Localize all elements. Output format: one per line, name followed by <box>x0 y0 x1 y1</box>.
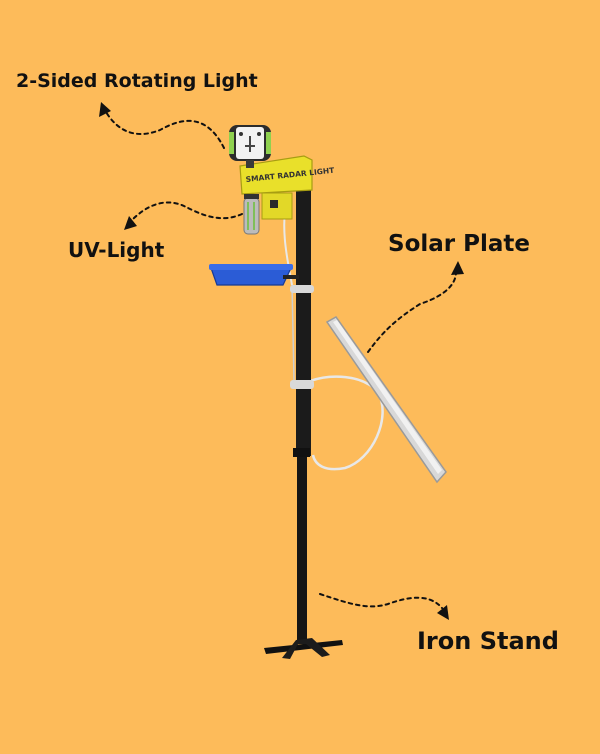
housing-top <box>239 155 313 195</box>
arrowhead-rotating-light <box>99 102 111 117</box>
light-housing: SMART RADAR LIGHT <box>239 155 336 220</box>
tray-body <box>210 267 292 286</box>
arrow-uv-light <box>131 201 243 221</box>
pole-side-wire <box>291 284 295 381</box>
arrow-iron-stand <box>319 593 443 609</box>
arrowhead-iron-stand <box>437 605 449 620</box>
solar-wire <box>309 375 384 471</box>
arrowhead-uv-light <box>124 216 137 230</box>
stand-base <box>264 640 343 654</box>
iron-stand <box>264 186 343 659</box>
label-rotating-light: 2-Sided Rotating Light <box>16 70 258 92</box>
solar-plate-face <box>333 320 442 474</box>
arrow-solar-plate <box>367 271 457 353</box>
pole-joint <box>293 448 310 457</box>
tray-rim <box>209 264 293 270</box>
label-iron-stand: Iron Stand <box>417 627 559 655</box>
arrow-rotating-light <box>105 111 225 149</box>
uv-light <box>243 194 260 235</box>
blue-tray <box>209 264 299 286</box>
stand-base-back <box>282 638 330 659</box>
clamp-lower <box>290 380 314 389</box>
pole-upper <box>296 186 311 456</box>
label-uv-light: UV-Light <box>68 238 165 262</box>
rotating-light <box>229 125 271 168</box>
label-solar-plate: Solar Plate <box>388 231 530 257</box>
solar-plate <box>325 316 447 484</box>
housing-switch <box>270 200 278 208</box>
pole-lower <box>297 450 307 640</box>
arrowhead-solar-plate <box>451 261 464 275</box>
tray-arm <box>283 275 299 279</box>
uv-tube <box>243 197 260 235</box>
clamp-upper <box>290 285 314 293</box>
